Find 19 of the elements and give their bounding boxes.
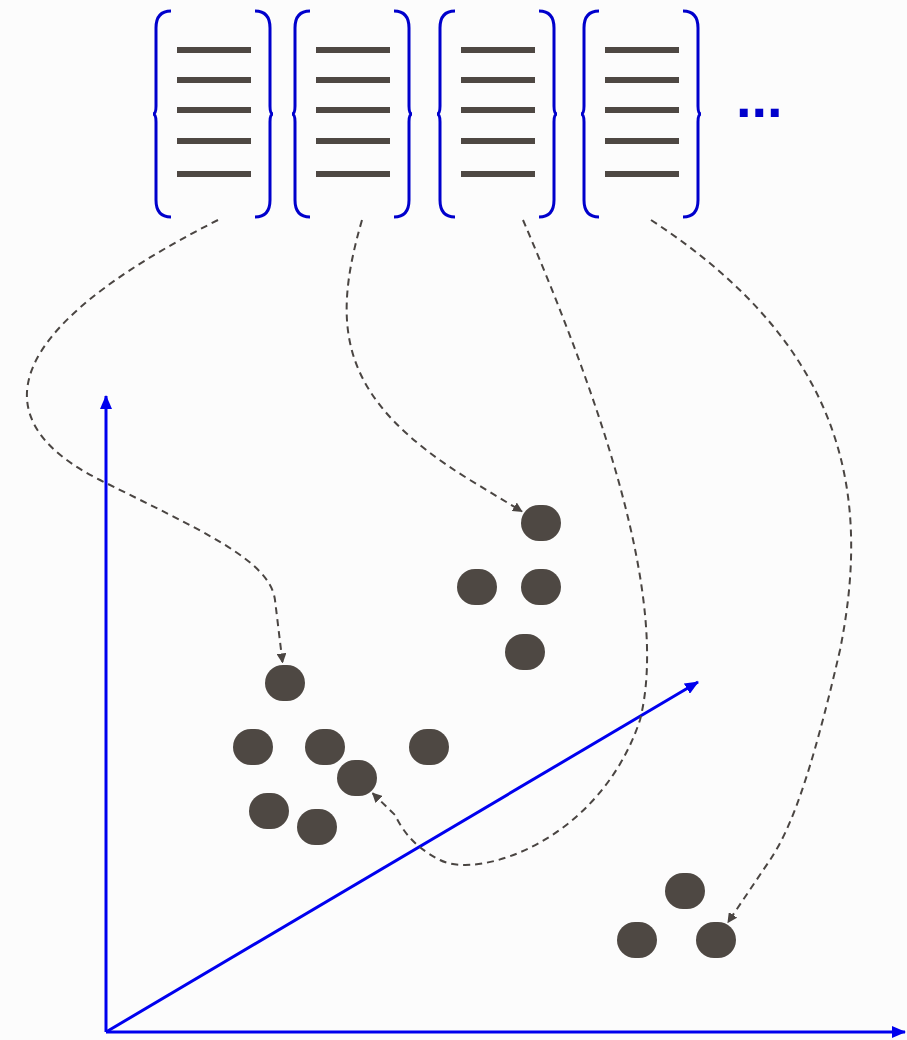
data-point — [505, 634, 545, 670]
data-point — [665, 873, 705, 909]
data-point — [305, 729, 345, 765]
dashed-arrow — [26, 219, 287, 664]
data-point — [457, 569, 497, 605]
data-point — [409, 729, 449, 765]
dashed-arrow — [371, 219, 649, 866]
ellipsis-text: ... — [736, 70, 783, 126]
data-point — [337, 760, 377, 796]
data-point — [233, 729, 273, 765]
dashed-arrow — [345, 219, 523, 513]
data-point — [521, 505, 561, 541]
data-point — [249, 793, 289, 829]
data-point — [617, 922, 657, 958]
data-point — [696, 922, 736, 958]
data-point — [297, 809, 337, 845]
data-point — [521, 569, 561, 605]
dashed-arrow — [650, 219, 853, 924]
data-point — [265, 665, 305, 701]
